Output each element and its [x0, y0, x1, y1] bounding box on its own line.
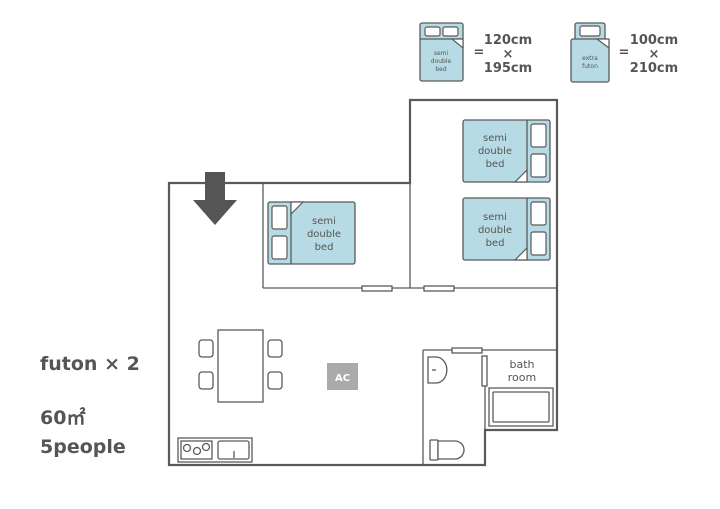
legend-bed-text: double: [431, 58, 452, 65]
legend-bed-text: semi: [434, 50, 449, 57]
legend-semi-double-bed: semi double bed = 120cm × 195cm: [419, 22, 532, 82]
bed-width: 120cm: [484, 33, 532, 48]
washbasin-icon: [427, 356, 448, 384]
dining-table: [217, 329, 264, 403]
sliding-door: [423, 285, 455, 292]
legend-bed-icon: [419, 22, 464, 82]
bed-label: semi: [312, 216, 336, 227]
bed-3: semi double bed: [462, 197, 551, 261]
bed-label: double: [478, 146, 512, 157]
sink-icon: [217, 440, 250, 460]
bathroom-label: bath: [509, 358, 534, 371]
outer-wall: [167, 98, 559, 467]
bed-label: double: [478, 225, 512, 236]
bathroom-label: room: [508, 371, 536, 384]
futon-count: futon × 2: [40, 353, 140, 375]
times-sign: ×: [649, 47, 660, 62]
bed-label: bed: [486, 159, 505, 170]
equals-sign: =: [619, 45, 630, 60]
legend-futon-text: extra: [582, 55, 598, 62]
bed-label: bed: [315, 242, 334, 253]
sliding-door: [481, 355, 488, 387]
times-sign: ×: [503, 47, 514, 62]
toilet-icon: [429, 439, 465, 461]
bed-label: double: [307, 229, 341, 240]
air-conditioner: AC: [327, 363, 358, 390]
kitchen-counter: [177, 437, 253, 463]
floor-area: 60㎡: [40, 406, 85, 429]
bed-label: semi: [483, 133, 507, 144]
chair: [267, 371, 283, 390]
legend-futon-text: futon: [582, 63, 598, 70]
sliding-door: [361, 285, 393, 292]
futon-length: 210cm: [630, 61, 678, 76]
bathroom: bath room: [488, 358, 554, 427]
capacity: 5people: [40, 436, 126, 458]
interior-walls: [262, 183, 557, 465]
sliding-door: [451, 347, 483, 354]
legend-extra-futon: extra futon = 100cm × 210cm: [570, 22, 678, 83]
bed-label: bed: [486, 238, 505, 249]
legend-bed-text: bed: [435, 66, 447, 73]
chair: [198, 371, 214, 390]
bed-length: 195cm: [484, 61, 532, 76]
futon-width: 100cm: [630, 33, 678, 48]
bed-label: semi: [483, 212, 507, 223]
bed-1: semi double bed: [267, 201, 356, 265]
bed-2: semi double bed: [462, 119, 551, 183]
legend-futon-icon: [570, 38, 610, 83]
equals-sign: =: [474, 45, 485, 60]
chair: [198, 339, 214, 358]
dining-set: [198, 329, 283, 403]
ac-label: AC: [335, 373, 350, 384]
chair: [267, 339, 283, 358]
entrance-arrow-icon: [193, 172, 237, 225]
